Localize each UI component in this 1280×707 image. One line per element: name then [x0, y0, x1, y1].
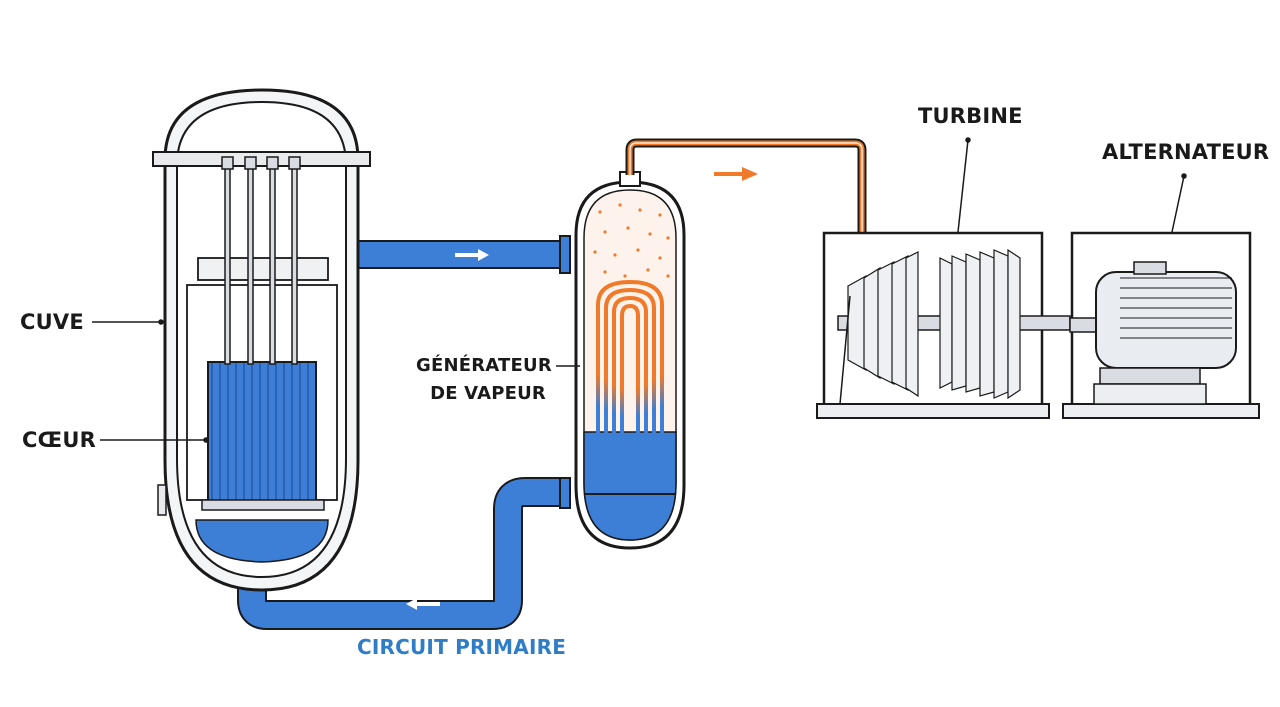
turbine-blades — [847, 248, 1021, 400]
reactor-vessel — [152, 88, 371, 592]
flow-arrow-right-icon — [478, 249, 489, 261]
u-tubes — [596, 279, 664, 490]
reactor-core — [207, 361, 317, 508]
label-generateur-line2: DE VAPEUR — [430, 383, 546, 404]
label-coeur: CŒUR — [22, 428, 96, 452]
alternator-body — [1095, 271, 1237, 369]
alternator — [1062, 231, 1260, 419]
leader-lines — [92, 137, 1187, 443]
steam-dots — [593, 203, 670, 278]
turbine — [816, 231, 1071, 419]
steam-flow-arrow-icon — [742, 167, 758, 181]
cold-leg-pipe — [239, 479, 568, 628]
label-turbine: TURBINE — [918, 104, 1023, 128]
control-rods — [221, 156, 301, 365]
upper-plate — [197, 257, 329, 281]
label-cuve: CUVE — [20, 310, 84, 334]
label-circuit-primaire: CIRCUIT PRIMAIRE — [357, 635, 567, 659]
cooling-fins — [1120, 277, 1232, 339]
label-alternateur: ALTERNATEUR — [1102, 140, 1270, 164]
flow-arrow-left-icon — [406, 598, 417, 610]
steam-generator — [574, 171, 686, 550]
vessel-flange — [152, 151, 371, 167]
label-generateur-line1: GÉNÉRATEUR — [416, 355, 552, 376]
label-generateur: GÉNÉRATEUR DE VAPEUR — [416, 352, 552, 408]
